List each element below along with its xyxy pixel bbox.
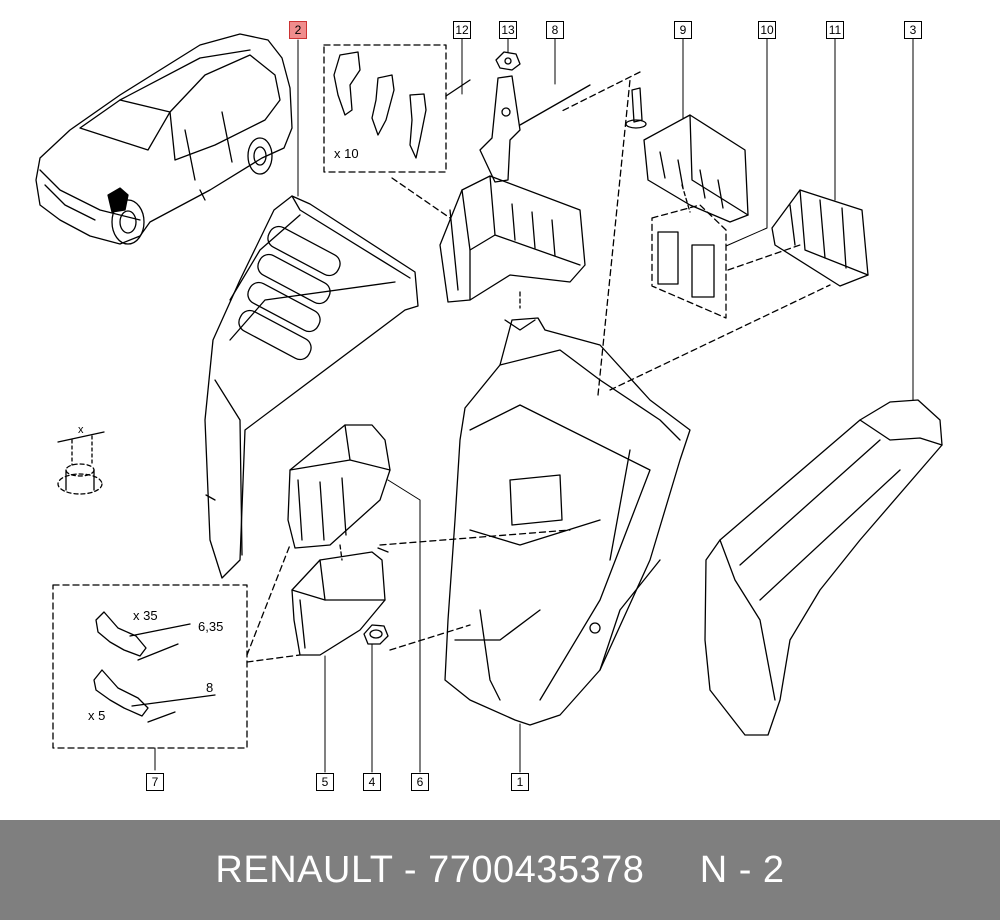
part-3-side-cover [704, 399, 943, 736]
footer-bar: RENAULT - 7700435378 N - 2 [0, 820, 1000, 920]
dimension-8: 8 [206, 680, 214, 695]
callout-11: 11 [826, 21, 844, 39]
part-2-cover [204, 195, 419, 579]
part-1-tray [379, 79, 831, 726]
caption-separator: - [403, 848, 417, 891]
footer-caption: RENAULT - 7700435378 N - 2 [215, 849, 784, 892]
callout-6: 6 [411, 773, 429, 791]
van-illustration [35, 33, 293, 245]
part-5-fuse-box [291, 547, 389, 656]
quantity-x35: x 35 [133, 608, 158, 623]
callout-9: 9 [674, 21, 692, 39]
part-9-relay-block [559, 71, 749, 223]
part-12-terminal-set [323, 44, 471, 173]
exploded-view-drawing [35, 33, 943, 773]
callout-5: 5 [316, 773, 334, 791]
callout-1: 1 [511, 773, 529, 791]
callout-12: 12 [453, 21, 471, 39]
part-8-bracket [479, 75, 591, 183]
dimension-6-35: 6,35 [198, 619, 224, 634]
leader-lines [154, 37, 914, 773]
parts-diagram: 2 12 13 8 9 10 11 3 7 5 4 6 1 x 10 x 35 … [35, 21, 943, 791]
part-number: 7700435378 [428, 848, 645, 891]
clip-symbol [57, 431, 105, 495]
callout-8: 8 [546, 21, 564, 39]
callout-10: 10 [758, 21, 776, 39]
part-7-terminal-set [52, 544, 301, 749]
quantity-x10: x 10 [334, 146, 359, 161]
callout-7: 7 [146, 773, 164, 791]
callout-13: 13 [499, 21, 517, 39]
quantity-x5: x 5 [88, 708, 106, 723]
part-4-grommet [363, 624, 389, 645]
part-11-relay-socket [727, 189, 869, 287]
section-code: N - 2 [699, 848, 785, 891]
callout-4: 4 [363, 773, 381, 791]
part-10-relay-set [651, 204, 727, 319]
brand-name: RENAULT [215, 848, 393, 891]
part-6-fuse-box [287, 424, 391, 561]
callout-3: 3 [904, 21, 922, 39]
part-13-nut [495, 51, 521, 71]
callout-2: 2 [289, 21, 307, 39]
fuse-block-assembly [391, 175, 586, 309]
clip-x-mark: x [78, 424, 84, 436]
